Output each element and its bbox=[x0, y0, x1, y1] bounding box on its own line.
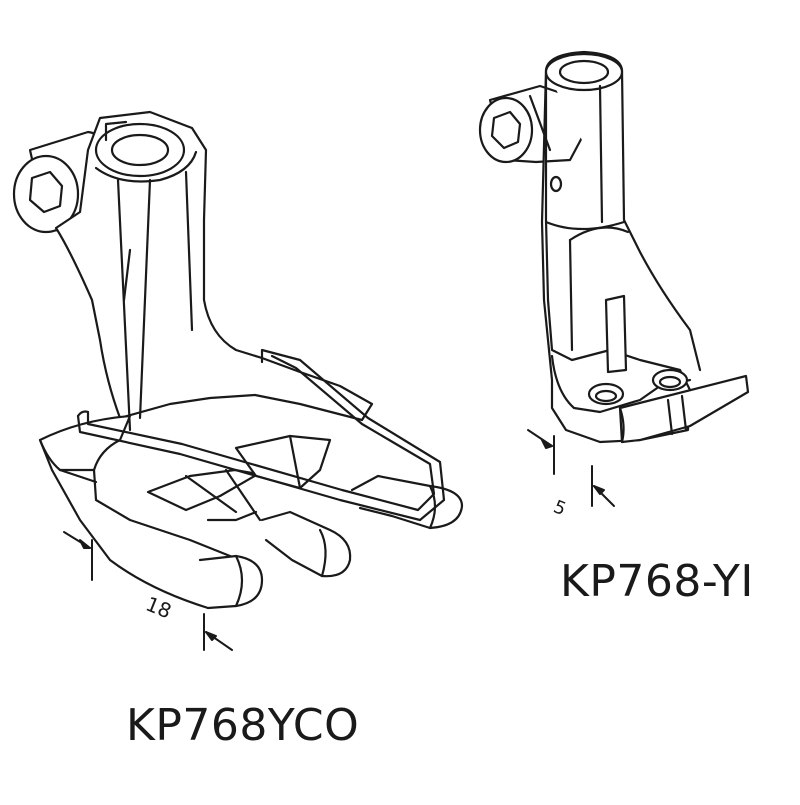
toe-left-1 bbox=[198, 554, 264, 610]
presser-foot-left: 18 bbox=[12, 110, 464, 651]
dimension-label-left: 18 bbox=[142, 592, 175, 624]
wire-guide-left bbox=[76, 348, 446, 522]
dimension-label-right: 5 bbox=[550, 496, 568, 520]
model-label-left: KP768YCO bbox=[126, 700, 360, 751]
dimension-5: 5 bbox=[527, 429, 615, 520]
presser-foot-right: 5 bbox=[478, 50, 750, 520]
model-label-right: KP768-YI bbox=[560, 556, 754, 607]
shank-left bbox=[54, 110, 374, 422]
toe-left-2 bbox=[260, 510, 352, 578]
toe-left-3 bbox=[350, 474, 464, 530]
